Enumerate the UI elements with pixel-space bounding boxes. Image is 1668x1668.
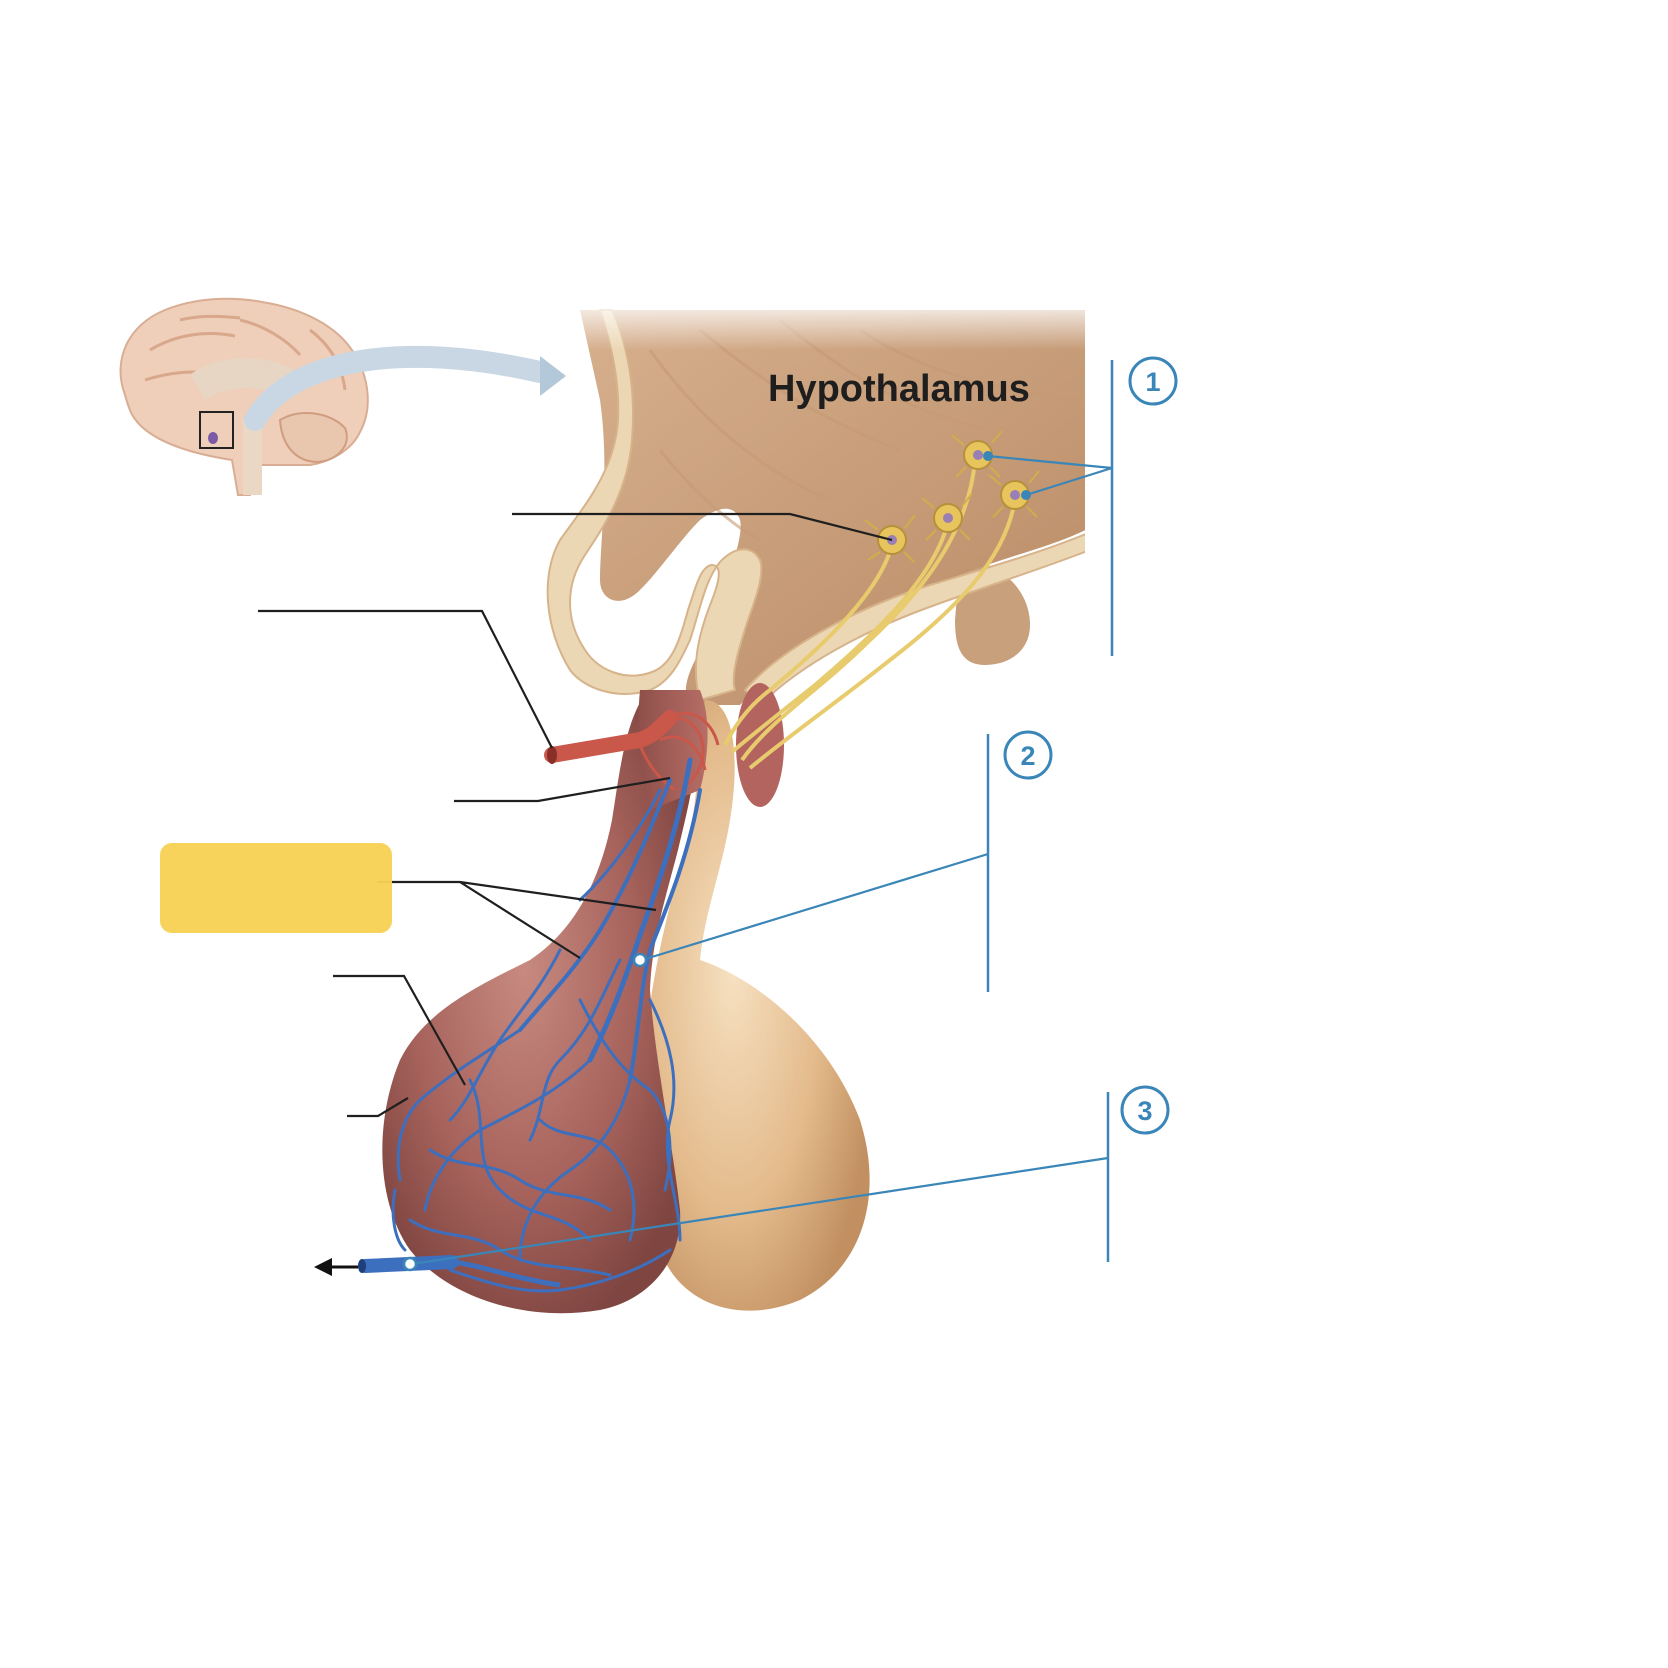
step-number-3: 3 [1120,1085,1170,1135]
neurosecretory-neurons [723,430,1040,770]
leader-line-anterior-lobe [347,1097,409,1118]
leader-line-artery [258,609,553,749]
neuron-cell-body [951,430,1003,478]
capillary-network [391,948,682,1293]
curved-arrow-icon [244,345,566,431]
zoom-box [199,411,234,449]
svg-text:3: 3 [1137,1096,1152,1126]
leader-line-neuron [512,512,893,542]
hypophyseal-portal-veins [518,757,702,1082]
stalk-vessel-bump [736,683,784,807]
hypothalamus-tissue [546,295,1115,720]
svg-text:2: 2 [1020,741,1035,771]
pituitary-marker [208,432,218,444]
superior-hypophyseal-artery [544,710,720,792]
posterior-pituitary [642,700,870,1311]
hypothalamus-label: Hypothalamus [768,368,1030,410]
leader-line-capillary-bed [333,974,466,1086]
step-bracket-2: 2 [632,730,1053,992]
step-bracket-1: 1 [983,356,1178,656]
masked-label-box[interactable] [160,843,392,933]
step-number-2: 2 [1003,730,1053,780]
leader-line-portal-capillaries [454,776,671,803]
neuron-cell-body [988,470,1040,518]
step-bracket-3: 3 [402,1085,1170,1272]
brain-thumbnail-icon [119,297,369,496]
pituitary-gland [382,683,870,1314]
svg-text:1: 1 [1145,367,1160,397]
leader-line-portal-veins [377,880,657,959]
neuron-cell-body [921,493,973,541]
leader-lines [258,512,893,1118]
arrow-left-icon [314,1258,358,1276]
step-number-1: 1 [1128,356,1178,406]
